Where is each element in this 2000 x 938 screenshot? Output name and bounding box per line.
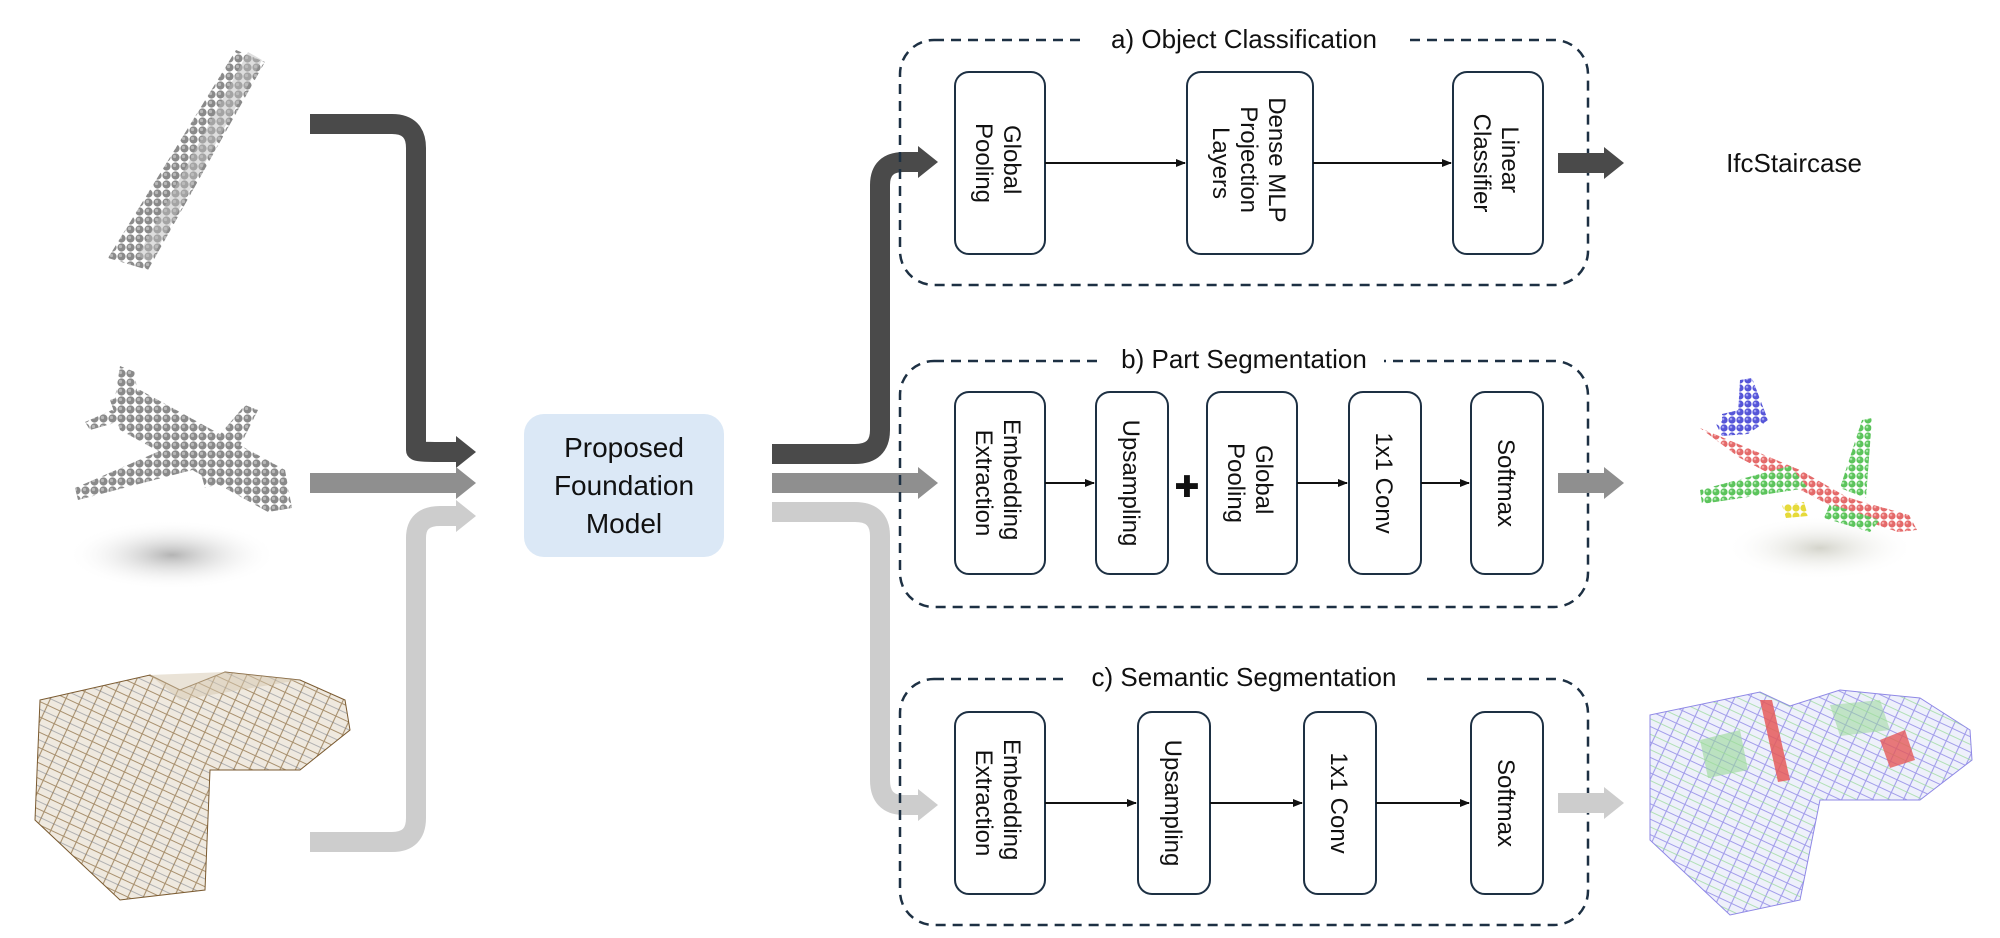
block-text: Global [1250,445,1277,514]
panel-title-semantic-segmentation: c) Semantic Segmentation [1092,662,1397,692]
block-text: Linear [1496,126,1523,193]
svg-text:Softmax: Softmax [1492,439,1519,527]
classification-output-arrow [1558,147,1624,179]
airplane-shadow [67,520,277,590]
block-softmax: Softmax [1470,391,1544,575]
input-arrow-light [310,500,476,852]
svg-text:1x1 Conv: 1x1 Conv [1370,432,1397,533]
panel-semantic-segmentation: c) Semantic Segmentation Embedding Extra… [898,660,1590,927]
block-linear-classifier: Linear Classifier [1452,71,1544,255]
block-text: Classifier [1468,114,1495,213]
block-text: Projection [1235,106,1262,213]
block-text: Layers [1207,127,1234,199]
foundation-model-box: Proposed Foundation Model [524,414,724,557]
block-1x1-conv: 1x1 Conv [1303,711,1377,895]
staircase-points-icon [108,50,265,270]
part-seg-output-arrow [1558,467,1624,499]
block-text: Extraction [970,750,997,857]
block-embedding-extraction: Embedding Extraction [954,391,1046,575]
staircase-point-cloud [108,50,265,270]
building-point-cloud [34,671,351,901]
block-upsampling: Upsampling [1137,711,1211,895]
output-arrow-mid [772,467,938,499]
block-1x1-conv: 1x1 Conv [1348,391,1422,575]
segmented-building [1649,689,1973,916]
block-upsampling: Upsampling [1095,391,1169,575]
block-embedding-extraction: Embedding Extraction [954,711,1046,895]
block-softmax: Softmax [1470,711,1544,895]
svg-text:Linear Classifier: Linear Classifier [1468,114,1523,213]
block-global-pooling: Global Pooling [954,71,1046,255]
block-text: 1x1 Conv [1325,752,1352,853]
segmented-airplane-icon [1700,378,1917,532]
semantic-seg-output-arrow [1558,787,1624,819]
model-label-line3: Model [586,508,662,539]
block-text: Pooling [970,123,997,203]
airplane-point-cloud [67,366,292,590]
segmented-airplane-shadow [1725,516,1915,580]
block-text: Upsampling [1159,740,1186,867]
block-global-pooling: Global Pooling [1206,391,1298,575]
model-label-line1: Proposed [564,432,684,463]
block-text: Embedding [998,419,1025,540]
svg-text:Upsampling: Upsampling [1159,740,1186,867]
svg-text:Embedding Extraction: Embedding Extraction [970,739,1025,867]
svg-text:Upsampling: Upsampling [1117,420,1144,547]
panel-part-segmentation: b) Part Segmentation Embedding Extractio… [898,342,1590,609]
block-dense-mlp: Dense MLP Projection Layers [1186,71,1314,255]
svg-text:1x1 Conv: 1x1 Conv [1325,752,1352,853]
block-text: Global [998,125,1025,194]
model-label-line2: Foundation [554,470,694,501]
segmented-airplane [1700,378,1917,580]
block-text: Extraction [970,430,997,537]
svg-text:Embedding Extraction: Embedding Extraction [970,419,1025,547]
block-text: 1x1 Conv [1370,432,1397,533]
input-arrow-mid [310,467,476,499]
block-text: Softmax [1492,759,1519,847]
block-text: Pooling [1222,443,1249,523]
svg-text:Dense MLP Projection: Dense MLP Projection Layers [1207,97,1290,229]
panel-title-classification: a) Object Classification [1111,24,1377,54]
svg-text:Global Pooling: Global Pooling [970,123,1025,203]
plus-icon: ✚ [1174,471,1199,504]
panel-title-part-segmentation: b) Part Segmentation [1121,344,1367,374]
segmented-building-icon [1649,689,1973,916]
block-text: Embedding [998,739,1025,860]
output-arrow-light [772,502,938,821]
building-scan-icon [34,671,351,901]
classification-result: IfcStaircase [1726,148,1862,178]
airplane-points-icon [75,366,292,512]
svg-text:Global Pooling: Global Pooling [1222,443,1277,523]
panel-object-classification: a) Object Classification Global Pooling … [898,22,1590,287]
block-text: Softmax [1492,439,1519,527]
input-arrow-dark [310,114,476,468]
block-text: Dense MLP [1263,97,1290,222]
block-text: Upsampling [1117,420,1144,547]
output-arrow-dark [772,146,938,464]
svg-text:Softmax: Softmax [1492,759,1519,847]
